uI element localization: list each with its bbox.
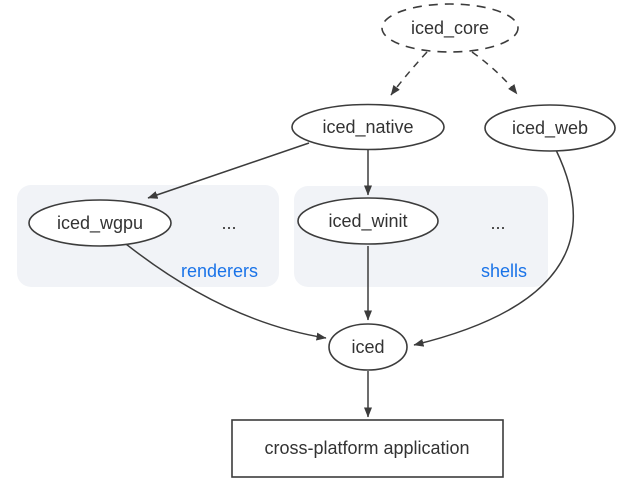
node-iced-web	[484, 104, 616, 152]
node-iced-core	[381, 3, 519, 53]
renderers-group-label: renderers	[181, 261, 258, 281]
node-iced-core-label: iced_core	[411, 18, 489, 39]
node-iced-web-label: iced_web	[512, 118, 588, 139]
edge-iced-native-to-iced-wgpu	[147, 142, 310, 199]
node-cross-platform-application	[231, 419, 504, 478]
edge-iced-web-to-iced	[413, 149, 575, 347]
node-cross-platform-application-label: cross-platform application	[264, 438, 469, 458]
node-iced	[328, 323, 408, 371]
edge-iced-core-to-iced-web	[471, 51, 518, 95]
node-iced-native-label: iced_native	[322, 117, 413, 138]
node-iced-wgpu-label: iced_wgpu	[57, 213, 143, 234]
node-iced-winit-label: iced_winit	[328, 211, 407, 232]
node-iced-label: iced	[351, 337, 384, 357]
shells-group-label: shells	[481, 261, 527, 281]
renderers-ellipsis: ...	[221, 213, 236, 233]
node-iced-wgpu	[28, 199, 172, 247]
edge-iced-wgpu-to-iced	[125, 243, 327, 341]
edge-iced-core-to-iced-native	[390, 51, 428, 96]
node-iced-winit	[297, 197, 439, 245]
shells-ellipsis: ...	[490, 213, 505, 233]
node-iced-native	[291, 103, 445, 151]
